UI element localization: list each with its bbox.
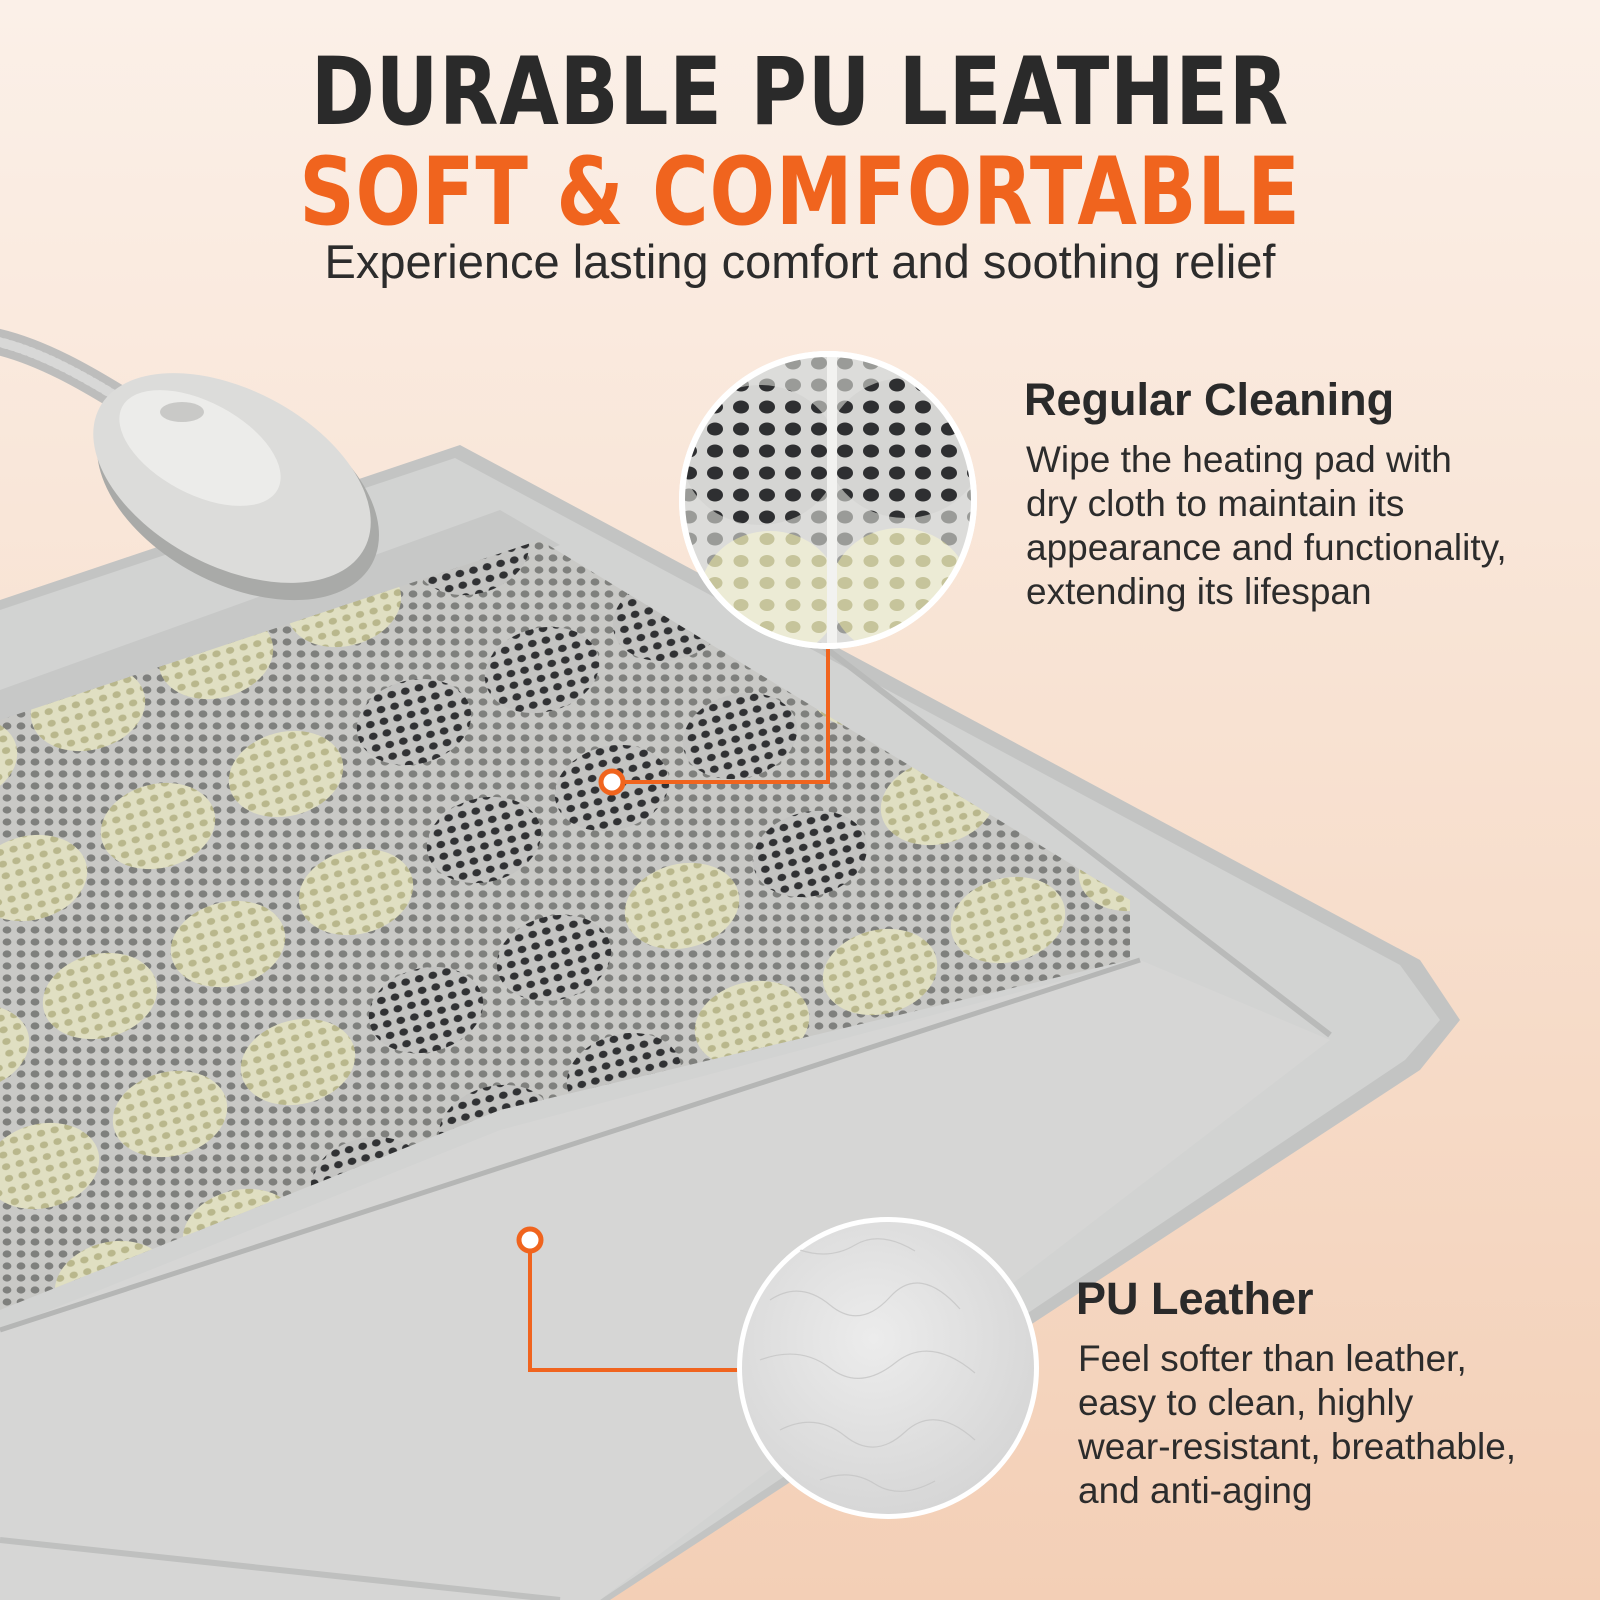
jade-stone (112, 1070, 228, 1158)
jade-stone (0, 1004, 30, 1092)
feature-body-cleaning: Wipe the heating pad with dry cloth to m… (1026, 438, 1507, 614)
callout-leather (516, 1226, 742, 1372)
feature-line: easy to clean, highly (1078, 1382, 1414, 1423)
headline-primary: DURABLE PU LEATHER (310, 38, 1290, 147)
jade-stone (356, 678, 472, 766)
headline-accent: SOFT & COMFORTABLE (299, 138, 1301, 247)
subtitle: Experience lasting comfort and soothing … (324, 235, 1276, 288)
jade-stone (298, 848, 414, 936)
jade-stone (484, 626, 600, 714)
feature-body-leather: Feel softer than leather, easy to clean,… (1078, 1337, 1516, 1513)
jade-stone (0, 834, 88, 922)
jade-stone (240, 1018, 356, 1106)
jade-stone (950, 876, 1066, 964)
feature-line: extending its lifespan (1026, 571, 1372, 612)
feature-line: Wipe the heating pad with (1026, 439, 1452, 480)
jade-stone (228, 730, 344, 818)
callout-cleaning (598, 646, 830, 796)
jade-stone (42, 952, 158, 1040)
jade-stone (100, 782, 216, 870)
feature-title-cleaning: Regular Cleaning (1024, 374, 1395, 425)
jade-stone (822, 928, 938, 1016)
jade-stone (496, 914, 612, 1002)
jade-stone (752, 810, 868, 898)
feature-line: appearance and functionality, (1026, 527, 1507, 568)
jade-stone (1128, 643, 1261, 753)
jade-stone (426, 796, 542, 884)
controller-icon (93, 373, 379, 601)
feature-title-leather: PU Leather (1076, 1273, 1314, 1324)
feature-line: and anti-aging (1078, 1470, 1313, 1511)
feature-line: wear-resistant, breathable, (1078, 1426, 1517, 1467)
jade-stone (368, 966, 484, 1054)
feature-line: Feel softer than leather, (1078, 1338, 1467, 1379)
jade-stone (624, 862, 740, 950)
jade-stone (170, 900, 286, 988)
jade-stone (0, 1122, 100, 1210)
magnify-leather-icon (737, 1217, 1039, 1519)
magnify-mesh-icon (679, 351, 977, 649)
jade-stone (682, 692, 798, 780)
feature-line: dry cloth to maintain its (1026, 483, 1405, 524)
